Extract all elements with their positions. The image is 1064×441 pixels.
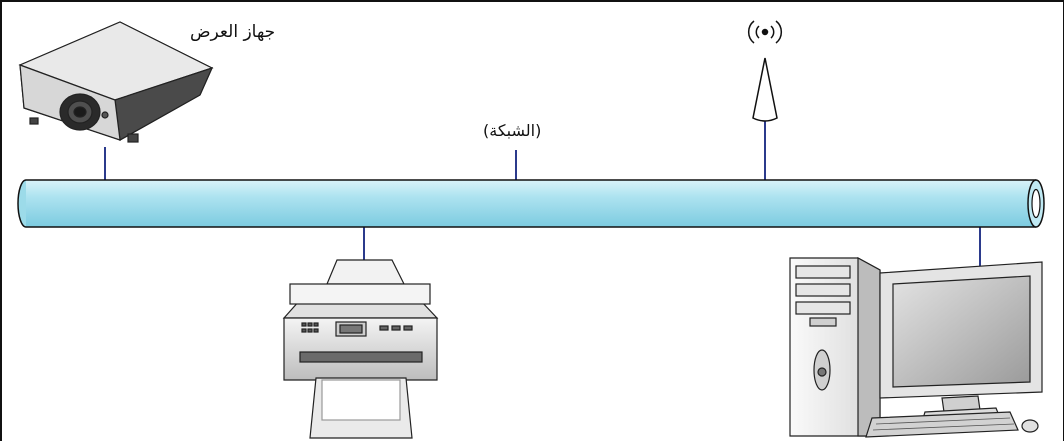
network-label: (الشبكة) <box>483 121 542 140</box>
printer-icon <box>282 259 439 439</box>
projector-icon <box>18 21 214 143</box>
network-pipe <box>17 179 1045 228</box>
projector-label: جهاز العرض <box>190 22 276 42</box>
connector-lines <box>104 120 981 283</box>
desktop-computer-icon <box>789 256 1043 438</box>
wireless-access-point-icon <box>747 20 783 122</box>
